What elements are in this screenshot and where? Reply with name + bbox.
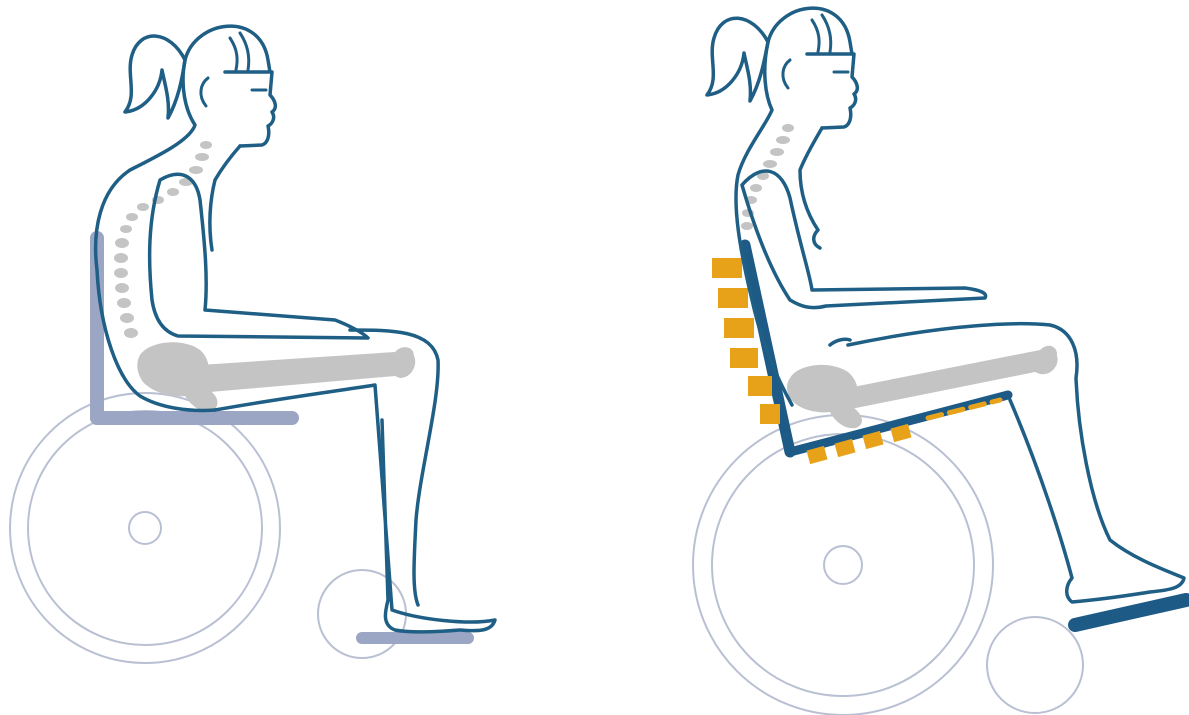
- caster-wheel-right: [987, 617, 1083, 713]
- seated-figure-right: [707, 8, 1184, 602]
- caster-wheel-left: [318, 570, 406, 658]
- standard-wheelchair-panel: [10, 26, 495, 663]
- rear-wheel-left: [10, 393, 280, 663]
- femur-right: [844, 346, 1058, 408]
- adaptive-footrest: [1075, 600, 1186, 625]
- adaptive-wheelchair-panel: [693, 8, 1186, 715]
- rear-wheel-right: [693, 415, 993, 715]
- femur-left: [197, 347, 415, 392]
